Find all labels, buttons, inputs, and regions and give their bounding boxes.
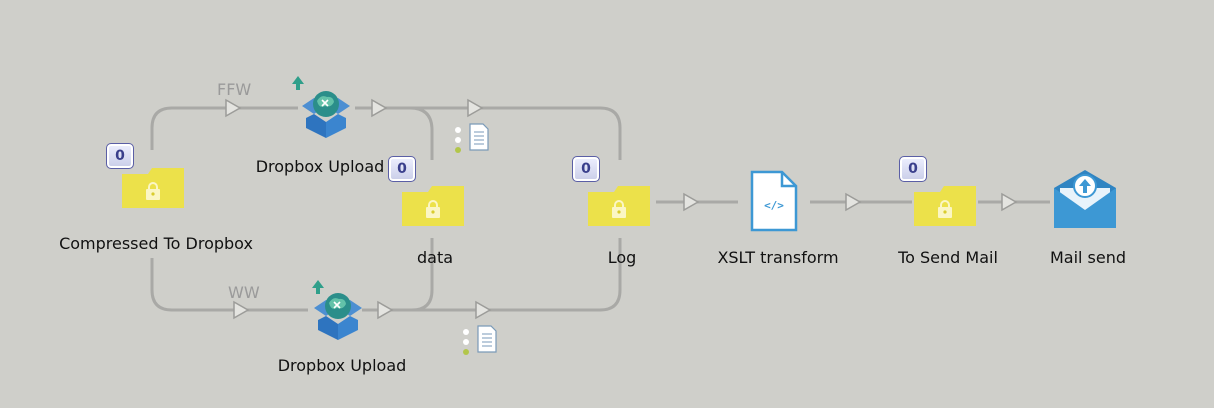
edge-upload-top-to-log[interactable] [410, 106, 622, 160]
queue-count-badge[interactable]: 0 [106, 143, 134, 169]
edge-upload-bottom-to-log[interactable] [412, 238, 622, 312]
node-label-log[interactable]: Log [607, 248, 637, 267]
lock-folder-icon[interactable] [914, 186, 976, 226]
svg-text:</>: </> [764, 199, 784, 212]
connectors [150, 106, 1050, 312]
node-label-to-send-mail[interactable]: To Send Mail [898, 248, 998, 267]
edge-label-ffw: FFW [217, 80, 252, 99]
node-label-dropbox-upload-top[interactable]: Dropbox Upload [255, 157, 385, 176]
edge-label-ww: WW [228, 283, 260, 302]
upload-arrow-icon [312, 280, 324, 294]
edge-ffw[interactable] [150, 106, 298, 150]
edge-ww[interactable] [150, 258, 308, 312]
dropbox-upload-icon[interactable] [313, 292, 363, 341]
xslt-file-icon[interactable]: </> [750, 170, 798, 232]
node-label-data[interactable]: data [416, 248, 454, 267]
lock-folder-icon[interactable] [122, 168, 184, 208]
document-icon[interactable] [454, 123, 489, 154]
upload-arrow-icon [292, 76, 304, 90]
edge-upload-top-to-data[interactable] [355, 106, 434, 160]
node-label-xslt-transform[interactable]: XSLT transform [717, 248, 839, 267]
document-icon[interactable] [462, 325, 497, 356]
queue-count-badge[interactable]: 0 [388, 156, 416, 182]
node-label-compressed-to-dropbox[interactable]: Compressed To Dropbox [59, 234, 253, 253]
lock-folder-icon[interactable] [402, 186, 464, 226]
lock-folder-icon[interactable] [588, 186, 650, 226]
node-label-dropbox-upload-bottom[interactable]: Dropbox Upload [277, 356, 407, 375]
dropbox-upload-icon[interactable] [301, 90, 351, 139]
queue-count-badge[interactable]: 0 [572, 156, 600, 182]
mail-icon[interactable] [1054, 170, 1116, 228]
node-label-mail-send[interactable]: Mail send [1049, 248, 1127, 267]
queue-count-badge[interactable]: 0 [899, 156, 927, 182]
